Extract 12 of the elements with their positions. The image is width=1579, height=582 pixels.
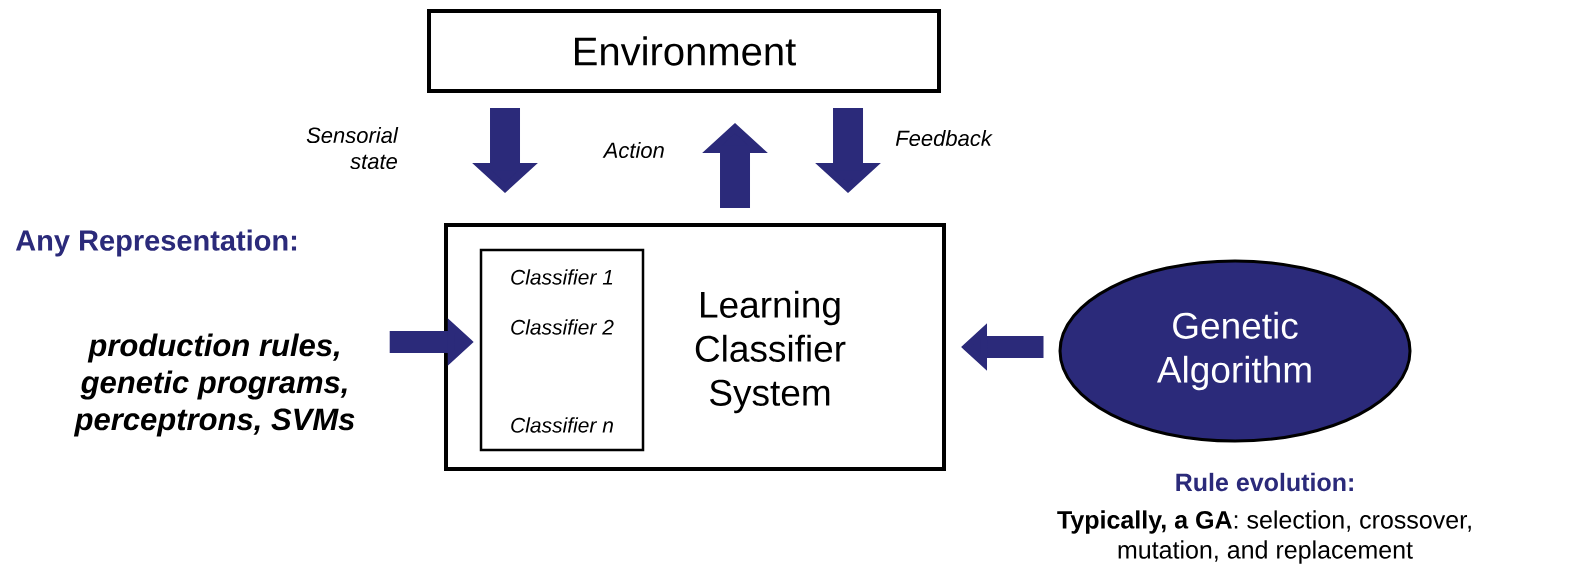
classifier-label: Classifier n xyxy=(511,417,613,433)
classifier-list-box xyxy=(479,248,645,452)
representation-text: production rules, genetic programs, perceptrons, SVMs xyxy=(73,333,355,437)
heading-text: Any Representation: xyxy=(15,229,297,257)
classifier-label: Classifier 1 xyxy=(511,269,613,285)
edge-label: Sensorial state xyxy=(306,126,399,170)
caption-text: Rule evolution: xyxy=(1176,472,1353,492)
edge-label: Feedback xyxy=(895,129,993,147)
classifier-label: Classifier 2 xyxy=(511,319,614,335)
edge-label: Action xyxy=(602,141,664,159)
caption-text: Typically, a GA: selection, crossover, mutation, and replacement xyxy=(1057,510,1471,564)
environment-box: Environment xyxy=(427,9,941,93)
